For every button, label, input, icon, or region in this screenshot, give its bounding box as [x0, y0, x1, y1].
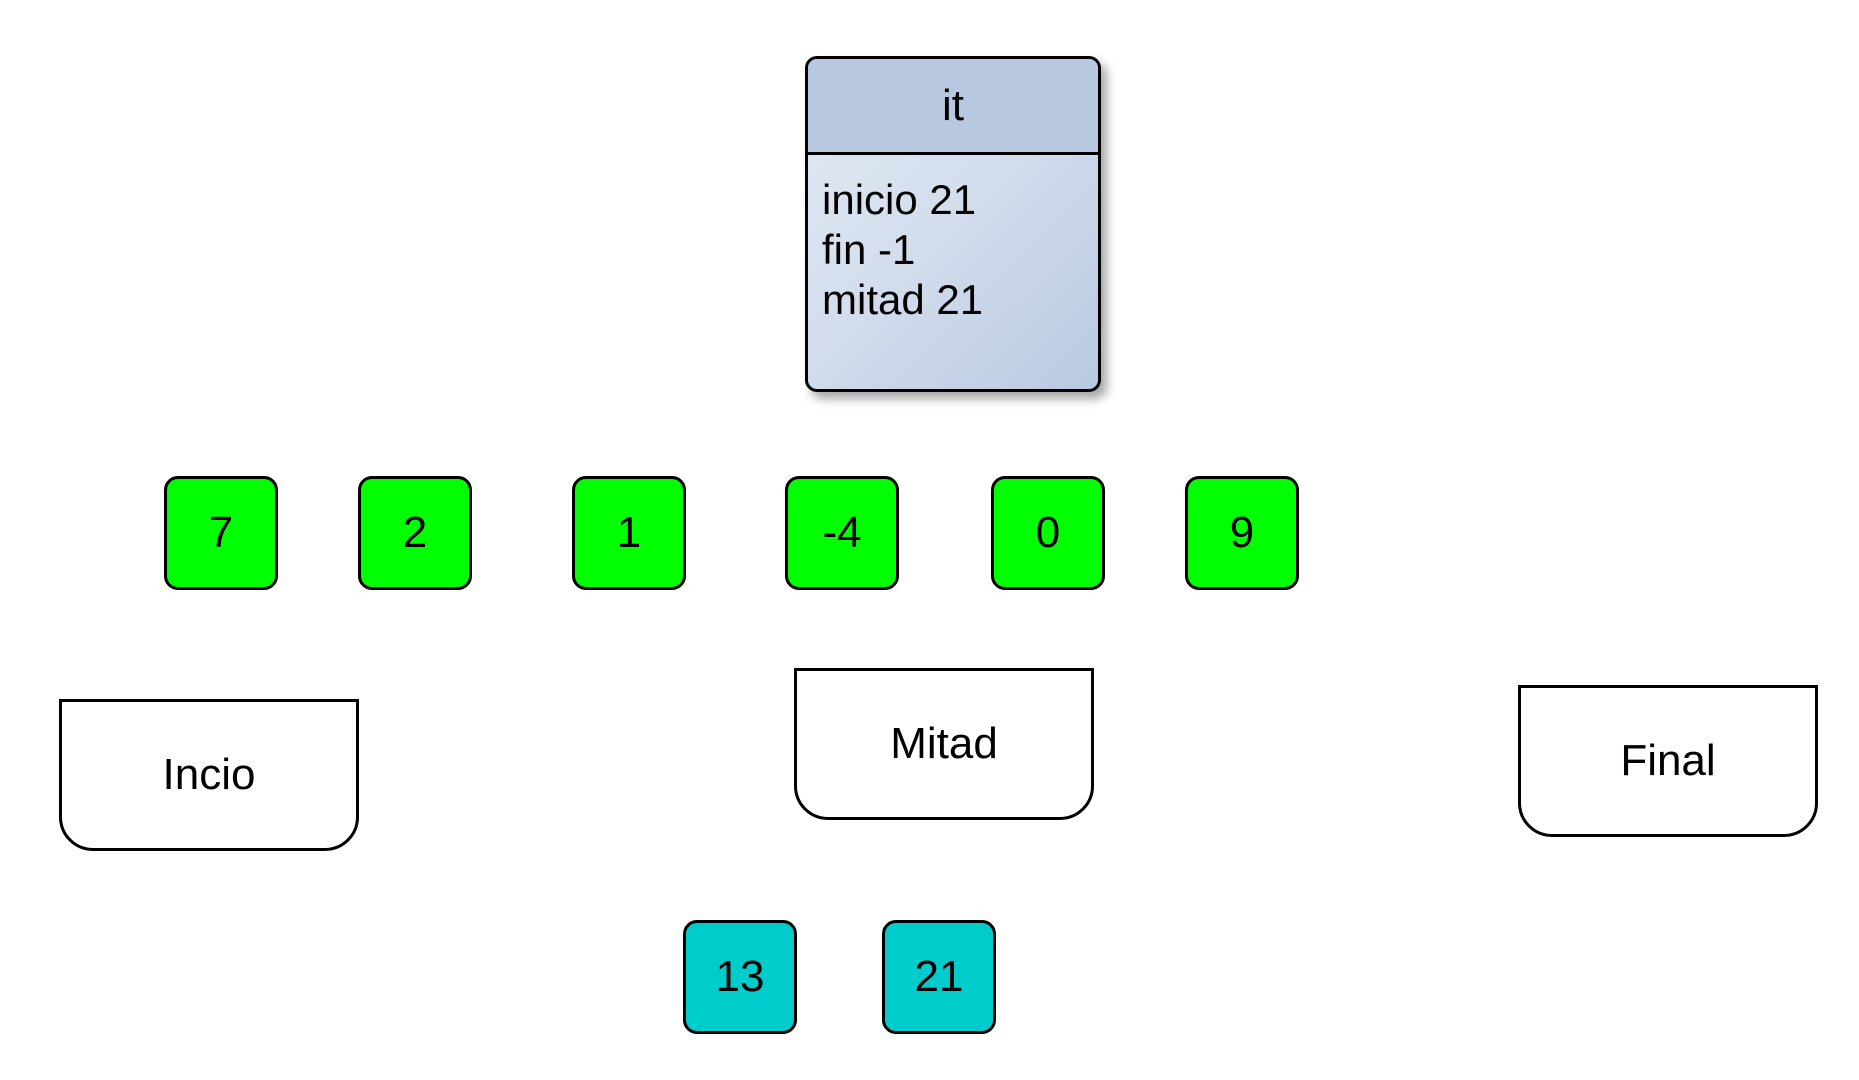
array-node-2: 2: [358, 476, 472, 590]
attribute-inicio: inicio 21: [822, 176, 977, 223]
array-node-1: 7: [164, 476, 278, 590]
class-title: it: [808, 59, 1098, 155]
iterator-class-box: it inicio 21 fin -1 mitad 21: [805, 56, 1101, 392]
secondary-node-2: 21: [882, 920, 996, 1034]
pointer-middle: Mitad: [794, 668, 1094, 820]
pointer-end: Final: [1518, 685, 1818, 837]
array-node-6: 9: [1185, 476, 1299, 590]
pointer-start: Incio: [59, 699, 359, 851]
attribute-fin: fin -1: [822, 226, 916, 273]
class-attributes: inicio 21 fin -1 mitad 21: [808, 155, 1098, 325]
array-node-5: 0: [991, 476, 1105, 590]
secondary-node-1: 13: [683, 920, 797, 1034]
array-node-4: -4: [785, 476, 899, 590]
array-node-3: 1: [572, 476, 686, 590]
attribute-mitad: mitad 21: [822, 276, 984, 323]
